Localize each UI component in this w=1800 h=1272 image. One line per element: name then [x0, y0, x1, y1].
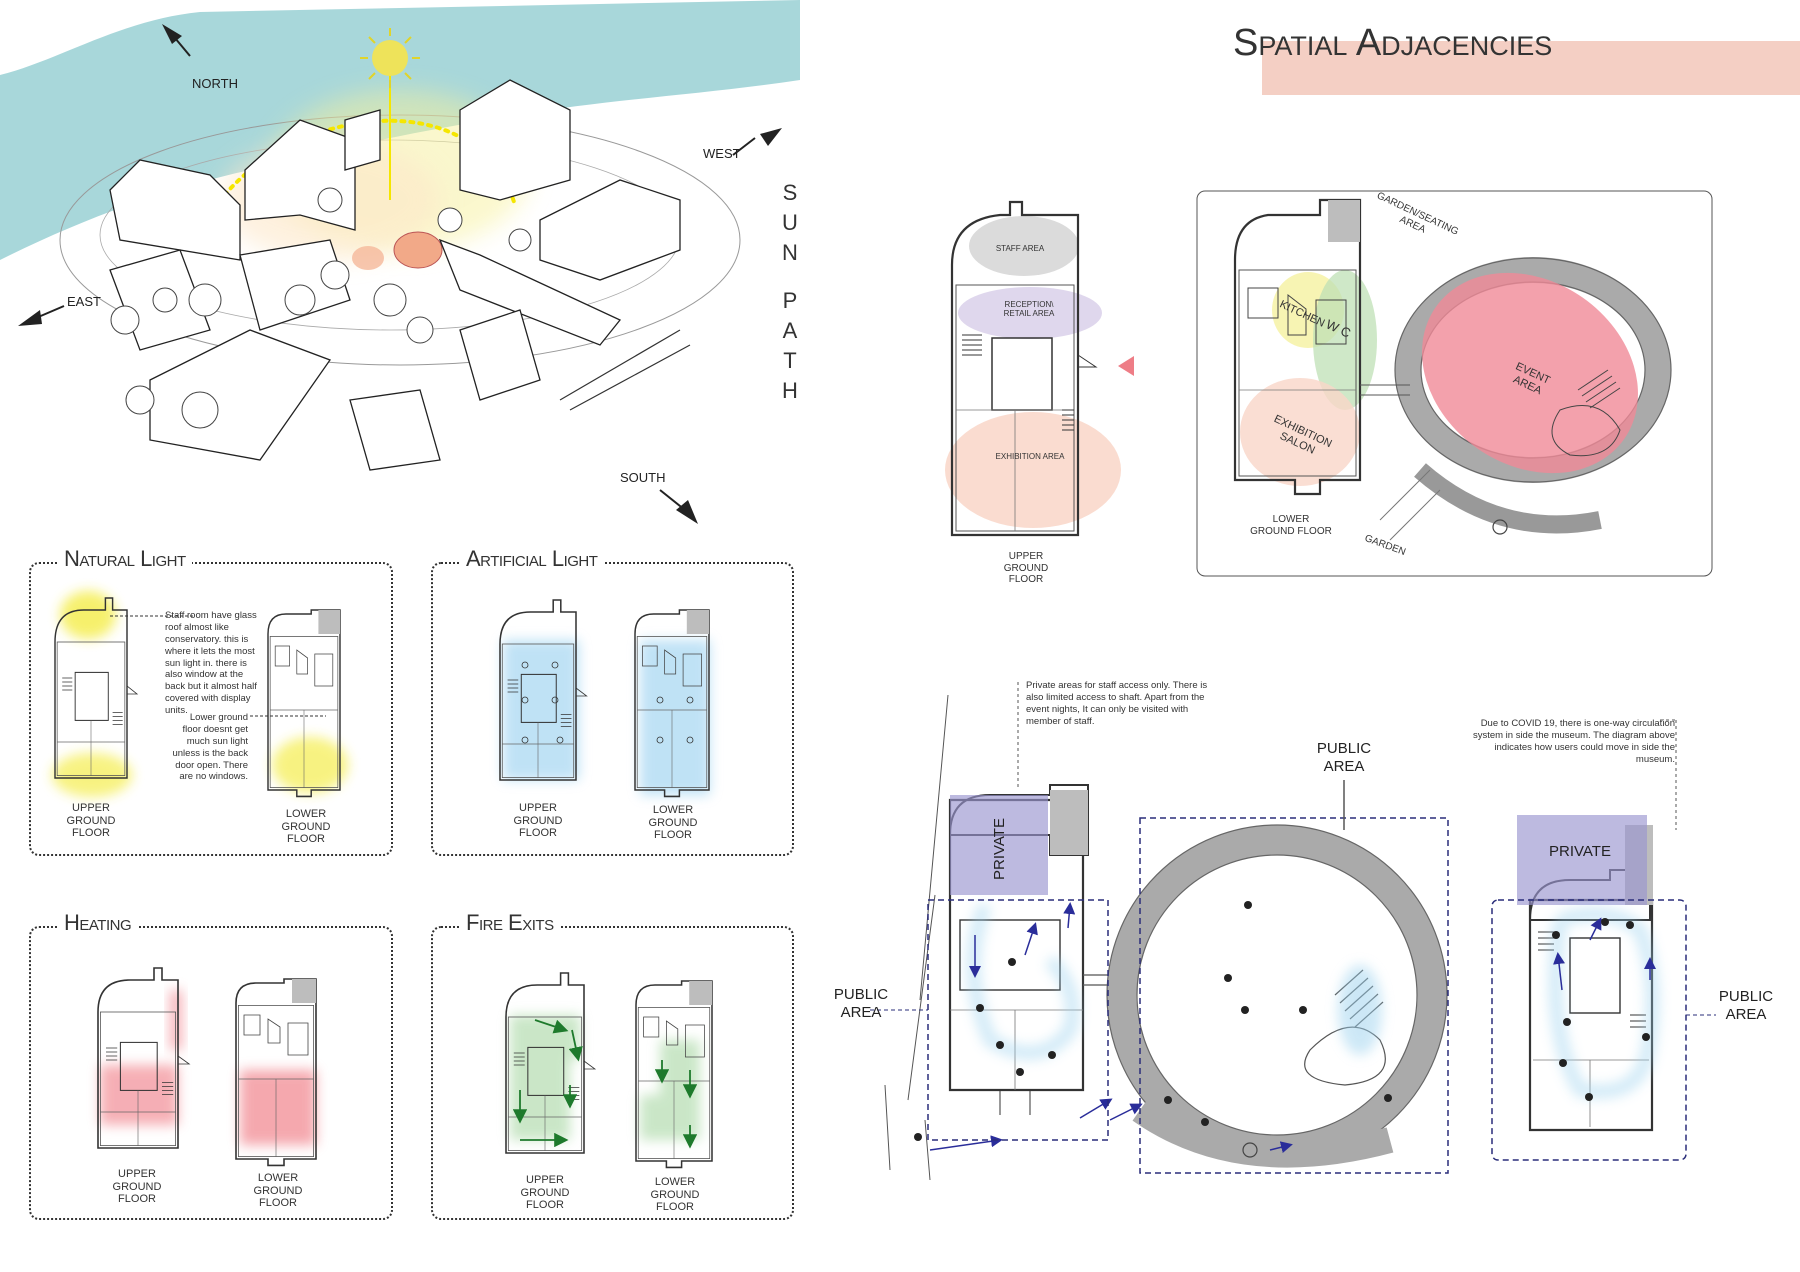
- reception-area-label: RECEPTION\ RETAIL AREA: [1003, 300, 1055, 319]
- natural-light-title: Natural Light: [58, 546, 192, 572]
- south-arrow: [676, 500, 698, 524]
- lower-plan-frame: [1196, 190, 1713, 577]
- public-zone-center: [1139, 817, 1449, 1174]
- adjacency-upper-plan: [945, 200, 1134, 537]
- private-left-label: PRIVATE: [991, 818, 1008, 880]
- north-label: NORTH: [192, 76, 238, 91]
- heating-panel: [29, 926, 393, 1220]
- private-zone-right: [1517, 815, 1647, 905]
- east-label: EAST: [67, 294, 101, 309]
- public-area-left-label: PUBLIC AREA: [833, 986, 889, 1021]
- adjacency-lower-plan: [1233, 198, 1672, 541]
- entrance-arrow: [1118, 356, 1134, 376]
- heating-title: Heating: [58, 910, 138, 936]
- west-label: WEST: [703, 146, 741, 161]
- private-access-note: Private areas for staff access only. The…: [1026, 680, 1208, 727]
- fire-exits-title: Fire Exits: [460, 910, 560, 936]
- natural-light-plans: [52, 591, 348, 798]
- upper-floor-label: UPPER GROUND FLOOR: [1003, 551, 1049, 585]
- natural-light-panel: [29, 562, 393, 856]
- artificial-upper-label: UPPER GROUND FLOOR: [513, 802, 563, 840]
- artificial-light-title: Artificial Light: [460, 546, 604, 572]
- fire-upper-label: UPPER GROUND FLOOR: [520, 1174, 570, 1212]
- heating-lower-label: LOWER GROUND FLOOR: [253, 1172, 303, 1210]
- site-axonometric: [0, 0, 800, 524]
- natural-light-note-1: Staff room have glass roof almost like c…: [165, 610, 257, 716]
- west-arrow: [760, 128, 782, 146]
- circulation-diagram: [870, 682, 1716, 1181]
- fire-lower-label: LOWER GROUND FLOOR: [650, 1176, 700, 1214]
- north-arrow: [162, 24, 182, 44]
- south-label: SOUTH: [620, 470, 666, 485]
- fire-exits-panel: [431, 926, 794, 1220]
- lower-floor-label: LOWER GROUND FLOOR: [1250, 514, 1332, 537]
- public-zone-right: [1491, 899, 1687, 1161]
- natural-upper-label: UPPER GROUND FLOOR: [66, 802, 116, 840]
- dome: [393, 231, 443, 269]
- private-right-label: PRIVATE: [1549, 843, 1611, 860]
- sun-icon: [372, 40, 408, 76]
- heating-upper-label: UPPER GROUND FLOOR: [112, 1168, 162, 1206]
- public-area-center-label: PUBLIC AREA: [1316, 740, 1372, 775]
- staff-area-label: STAFF AREA: [995, 244, 1045, 253]
- artificial-light-panel: [431, 562, 794, 856]
- artificial-light-plans: [499, 599, 710, 798]
- artificial-lower-label: LOWER GROUND FLOOR: [648, 804, 698, 842]
- fire-exit-plans: [505, 972, 713, 1169]
- covid-circulation-note: Due to COVID 19, there is one-way circul…: [1472, 718, 1675, 765]
- east-arrow: [18, 310, 42, 326]
- natural-lower-label: LOWER GROUND FLOOR: [281, 808, 331, 846]
- page-title: Spatial Adjacencies: [1233, 22, 1553, 64]
- private-zone-left: [950, 795, 1048, 895]
- public-zone-left: [927, 899, 1109, 1141]
- exhibition-area-label: EXHIBITION AREA: [995, 452, 1065, 461]
- natural-light-note-2: Lower ground floor doesnt get much sun l…: [172, 712, 248, 783]
- public-area-right-label: PUBLIC AREA: [1718, 988, 1774, 1023]
- heating-plans: [97, 967, 317, 1167]
- title-band: [1262, 41, 1800, 95]
